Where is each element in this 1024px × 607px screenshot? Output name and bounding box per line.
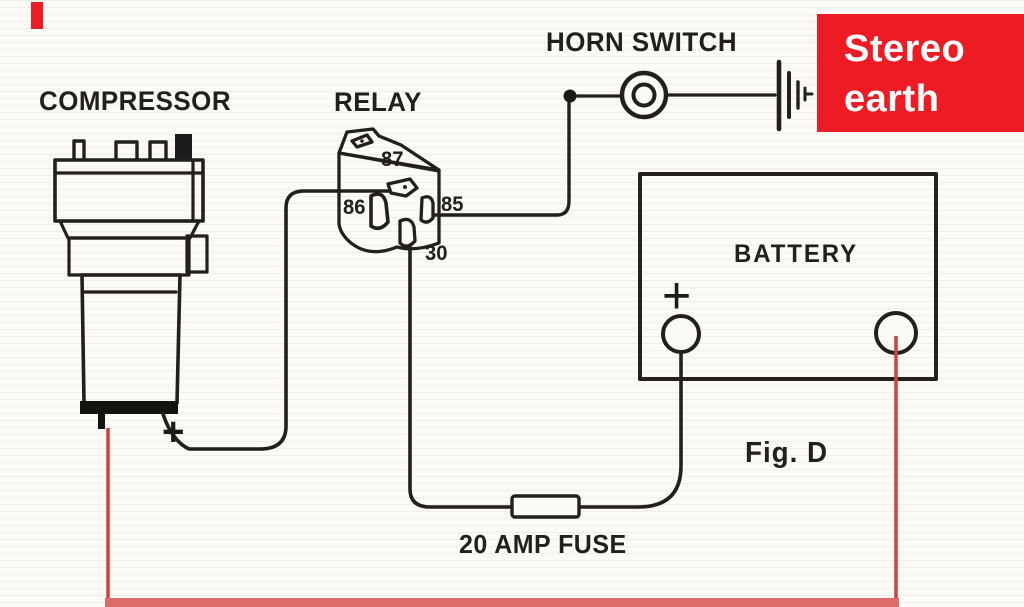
stereo-earth-line2: earth <box>844 78 940 120</box>
relay-terminal-87-label: 87 <box>381 148 404 171</box>
fuse-symbol <box>510 494 581 519</box>
fuse-label: 20 AMP FUSE <box>459 529 627 559</box>
relay-symbol <box>337 127 441 254</box>
relay-blade-30 <box>398 217 417 248</box>
compressor-plus-sign: + <box>162 410 185 454</box>
relay-blade-85 <box>419 195 435 224</box>
compressor-pins <box>72 139 168 161</box>
wire-compressor-to-relay <box>161 189 393 451</box>
battery-plus-sign: + <box>662 267 692 325</box>
red-ground-bus-bar <box>105 598 899 607</box>
relay-front-face <box>337 151 441 254</box>
relay-terminal-30-label: 30 <box>425 242 448 265</box>
ground-icon <box>776 59 814 132</box>
relay-terminal-85-label: 85 <box>441 193 464 216</box>
compressor-negative-stub <box>98 413 105 429</box>
wire-relay-to-battery <box>408 245 683 509</box>
battery-positive-terminal <box>661 314 701 354</box>
battery-box <box>638 172 938 381</box>
stereo-earth-line1: Stereo <box>844 28 966 70</box>
red-wiring <box>105 336 899 607</box>
relay-terminal-86-label: 86 <box>343 196 366 219</box>
battery-label: BATTERY <box>734 240 859 268</box>
wire-relay-to-horn-switch <box>431 101 571 217</box>
relay-blade-86 <box>386 177 419 198</box>
compressor-symbol <box>53 134 209 429</box>
compressor-mid <box>67 236 191 277</box>
compressor-body <box>80 273 182 405</box>
compressor-black-pin <box>175 134 192 159</box>
figure-caption: Fig. D <box>745 437 829 469</box>
battery-symbol <box>638 172 938 381</box>
compressor-neck <box>58 219 201 240</box>
compressor-head <box>53 158 205 223</box>
junction-dot <box>563 89 577 103</box>
horn-switch-label: HORN SWITCH <box>546 27 738 57</box>
relay-blade-center <box>369 192 390 231</box>
relay-label: RELAY <box>334 87 422 117</box>
compressor-label: COMPRESSOR <box>39 86 232 116</box>
compressor-base-band <box>80 401 178 414</box>
stereo-earth-annotation: Stereo earth <box>817 14 1024 132</box>
horn-switch-icon <box>575 70 777 120</box>
compressor-side-tab <box>185 234 209 274</box>
red-crop-mark <box>31 2 43 29</box>
